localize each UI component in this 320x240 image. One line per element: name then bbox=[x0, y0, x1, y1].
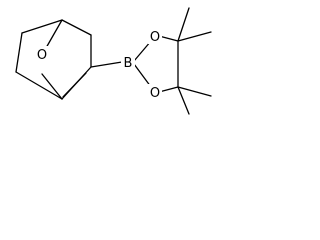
svg-text:O: O bbox=[37, 48, 47, 63]
chemical-structure-diagram: O B O O bbox=[15, 7, 212, 115]
methyl-bond-1 bbox=[177, 7, 190, 42]
bond-c1-c6 bbox=[21, 19, 63, 34]
bond-o-top-c bbox=[158, 35, 179, 42]
bond-c6-c7 bbox=[15, 32, 23, 73]
bond-b-o-bottom bbox=[133, 63, 152, 88]
svg-text:B: B bbox=[124, 56, 133, 71]
atom-label-ring-oxygen-top: O bbox=[148, 28, 162, 45]
bond-c4-c5 bbox=[41, 73, 63, 100]
methyl-bond-2 bbox=[177, 31, 212, 42]
bond-c7-c5 bbox=[15, 71, 63, 100]
bond-c3-c4-double bbox=[62, 72, 87, 98]
dioxaborolane-ring-bonds bbox=[133, 35, 179, 93]
svg-text:O: O bbox=[150, 86, 160, 101]
methyl-bond-3 bbox=[177, 86, 212, 97]
bicyclic-ring-bonds bbox=[15, 19, 92, 100]
bond-o-bottom-c bbox=[158, 86, 179, 93]
bond-c3-boron bbox=[90, 61, 123, 68]
bond-c1-c2 bbox=[61, 19, 92, 36]
bond-b-o-top bbox=[133, 40, 152, 62]
methyl-bonds bbox=[177, 7, 212, 115]
methyl-bond-4 bbox=[177, 86, 190, 115]
atom-label-boron: B bbox=[121, 54, 135, 71]
atom-label-ring-oxygen-bottom: O bbox=[148, 84, 162, 101]
svg-text:O: O bbox=[150, 30, 160, 45]
atom-label-bridge-oxygen: O bbox=[35, 46, 49, 63]
